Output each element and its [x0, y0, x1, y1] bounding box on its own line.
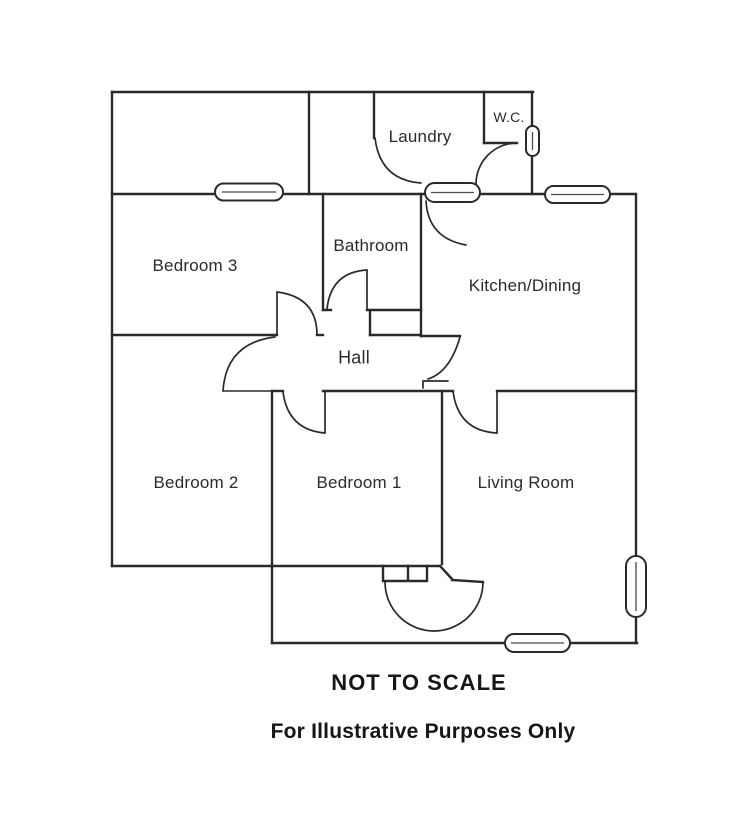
room-label-kitchen-dining: Kitchen/Dining [468, 276, 582, 295]
wc-door-arc [475, 142, 518, 185]
room-label-wc: W.C. [493, 109, 525, 125]
living-door-arc [452, 390, 498, 434]
room-label-hall: Hall [338, 347, 370, 368]
window-glass-lines [222, 132, 637, 644]
room-label-bedroom3: Bedroom 3 [152, 256, 238, 275]
walls [110, 90, 639, 645]
entry-door-frame [438, 564, 485, 584]
room-label-bedroom1: Bedroom 1 [316, 473, 402, 492]
bathroom-door-arc [326, 269, 368, 310]
bedroom1-door-arc [282, 391, 326, 434]
front-door-arc [384, 581, 484, 632]
hall-kitchen-door-arc [422, 336, 461, 389]
room-label-living-room: Living Room [477, 473, 575, 492]
room-label-bathroom: Bathroom [333, 236, 409, 255]
room-label-laundry: Laundry [388, 127, 452, 146]
bedroom3-door-arc [276, 291, 318, 336]
note-illustrative-purposes: For Illustrative Purposes Only [270, 720, 576, 743]
door-swings [222, 137, 518, 632]
window-symbols [214, 125, 647, 653]
entry-steps [381, 564, 429, 583]
note-not-to-scale: NOT TO SCALE [331, 670, 507, 695]
laundry-door-arc [374, 137, 422, 184]
kitchen-top-door-arc [425, 200, 467, 246]
bedroom2-door-arc [222, 336, 276, 392]
room-label-bedroom2: Bedroom 2 [153, 473, 239, 492]
